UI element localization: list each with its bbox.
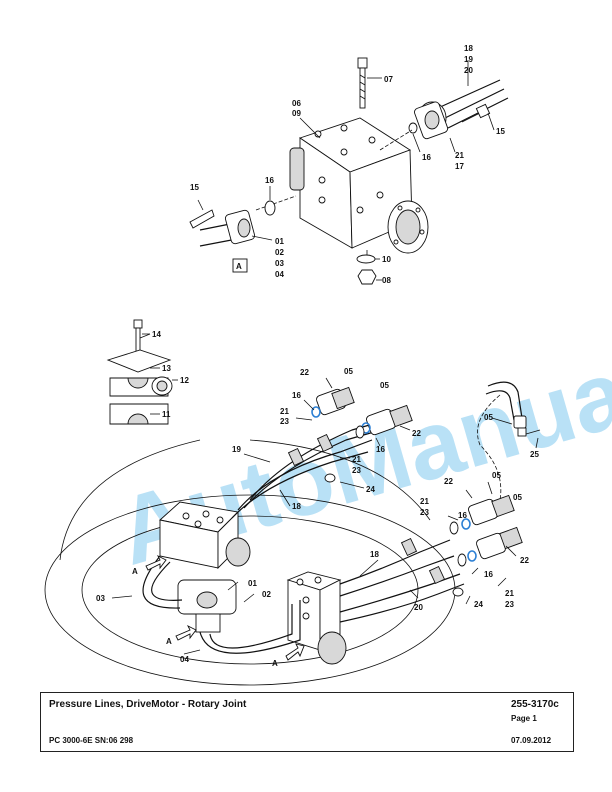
callout-05e: 05	[513, 493, 522, 502]
callout-25: 25	[530, 450, 539, 459]
callout-16b: 16	[265, 176, 274, 185]
callout-20b: 20	[414, 603, 423, 612]
washer-10	[356, 254, 376, 264]
callout-19: 19	[464, 55, 473, 64]
callout-19b: 19	[232, 445, 241, 454]
document-date: 07.09.2012	[511, 736, 552, 745]
callout-labels: 07 06 09 18 19 20 15 16 21 17 15 16 01 0…	[96, 44, 539, 668]
callout-13: 13	[162, 364, 171, 373]
page-number: Page 1	[511, 714, 537, 723]
callout-24a: 24	[366, 485, 375, 494]
callout-21: 21	[455, 151, 464, 160]
callout-22b: 22	[412, 429, 421, 438]
view-a-box-top	[232, 258, 248, 273]
clamp-assembly	[106, 319, 178, 425]
callout-a-left: A	[132, 567, 138, 576]
callout-07: 07	[384, 75, 393, 84]
callout-11: 11	[162, 410, 171, 419]
callout-23a: 23	[280, 417, 289, 426]
callout-16d: 16	[376, 445, 385, 454]
top-assembly	[189, 57, 509, 285]
callout-10: 10	[382, 255, 391, 264]
callout-06: 06	[292, 99, 301, 108]
callout-05b: 05	[380, 381, 389, 390]
callout-02: 02	[275, 248, 284, 257]
leader-lines	[111, 117, 539, 655]
hose-05-upper	[485, 381, 541, 437]
motor-fittings-lower	[449, 489, 523, 597]
callout-18c: 18	[370, 550, 379, 559]
callout-16f: 16	[484, 570, 493, 579]
callout-02b: 02	[262, 590, 271, 599]
callout-18: 18	[464, 44, 473, 53]
callout-17: 17	[455, 162, 464, 171]
callout-09: 09	[292, 109, 301, 118]
callout-21d: 21	[420, 497, 429, 506]
callout-08: 08	[382, 276, 391, 285]
callout-01: 01	[275, 237, 284, 246]
callout-04: 04	[275, 270, 284, 279]
bolt-07	[357, 57, 382, 109]
callout-23d: 23	[505, 600, 514, 609]
callout-21e: 21	[505, 589, 514, 598]
callout-05c: 05	[484, 413, 493, 422]
callout-05a: 05	[344, 367, 353, 376]
callout-22c: 22	[444, 477, 453, 486]
callout-21c: 21	[352, 455, 361, 464]
callout-03b: 03	[96, 594, 105, 603]
callout-16e: 16	[458, 511, 467, 520]
callout-23b: 23	[352, 466, 361, 475]
title-block: Pressure Lines, DriveMotor - Rotary Join…	[40, 692, 574, 752]
callout-21b: 21	[280, 407, 289, 416]
callout-03: 03	[275, 259, 284, 268]
callout-15: 15	[496, 127, 505, 136]
callout-04b: 04	[180, 655, 189, 664]
document-title: Pressure Lines, DriveMotor - Rotary Join…	[49, 699, 247, 710]
nut-08	[357, 269, 377, 285]
callout-16c: 16	[292, 391, 301, 400]
motor-fittings-upper	[311, 377, 413, 483]
callout-18b: 18	[292, 502, 301, 511]
callout-16: 16	[422, 153, 431, 162]
callout-a-top: A	[236, 262, 242, 271]
left-flange	[189, 186, 276, 247]
machine-model: PC 3000-6E SN:06 298	[49, 736, 134, 745]
callout-22d: 22	[520, 556, 529, 565]
callout-12: 12	[180, 376, 189, 385]
callout-20: 20	[464, 66, 473, 75]
callout-a-bottom: A	[166, 637, 172, 646]
right-block	[286, 571, 347, 665]
callout-01b: 01	[248, 579, 257, 588]
callout-23c: 23	[420, 508, 429, 517]
right-flange	[408, 60, 509, 153]
valve-block	[289, 117, 429, 254]
rotary-joint	[177, 579, 237, 633]
callout-24b: 24	[474, 600, 483, 609]
callout-22a: 22	[300, 368, 309, 377]
left-block	[159, 501, 251, 570]
callout-05d: 05	[492, 471, 501, 480]
view-arrows	[145, 554, 305, 661]
callout-15b: 15	[190, 183, 199, 192]
callout-14: 14	[152, 330, 161, 339]
callout-a-right: A	[272, 659, 278, 668]
document-number: 255-3170c	[511, 699, 559, 710]
lower-assembly	[44, 377, 541, 686]
